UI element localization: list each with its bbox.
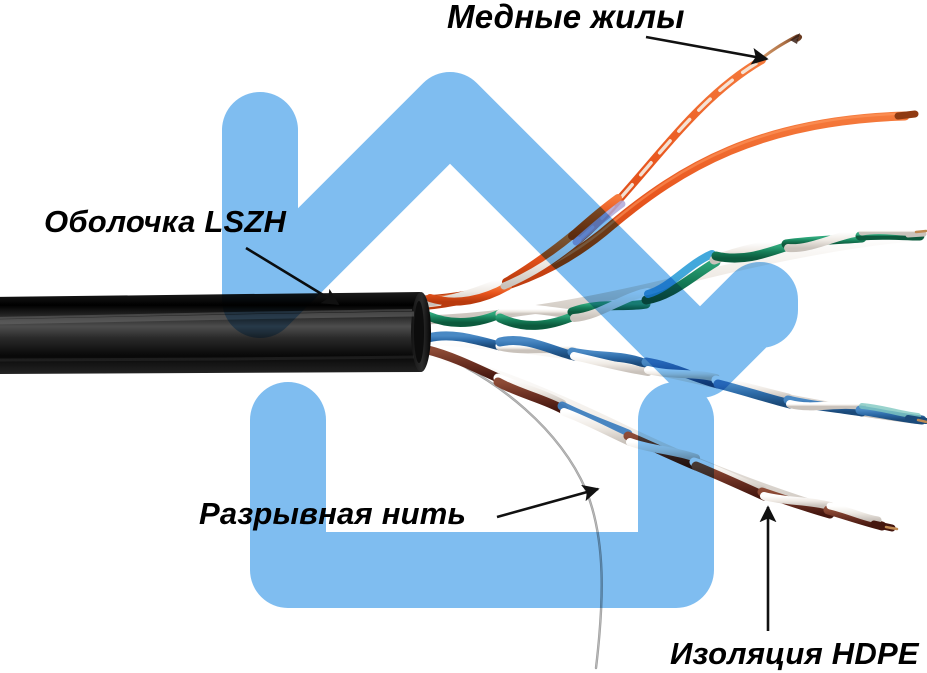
arrow-lszh-jacket (245, 246, 340, 306)
label-copper-conductors: Медные жилы (447, 0, 685, 35)
label-hdpe-insulation: Изоляция HDPE (670, 636, 919, 671)
arrow-rip-cord (496, 484, 600, 519)
arrow-copper-conductors (645, 35, 769, 65)
